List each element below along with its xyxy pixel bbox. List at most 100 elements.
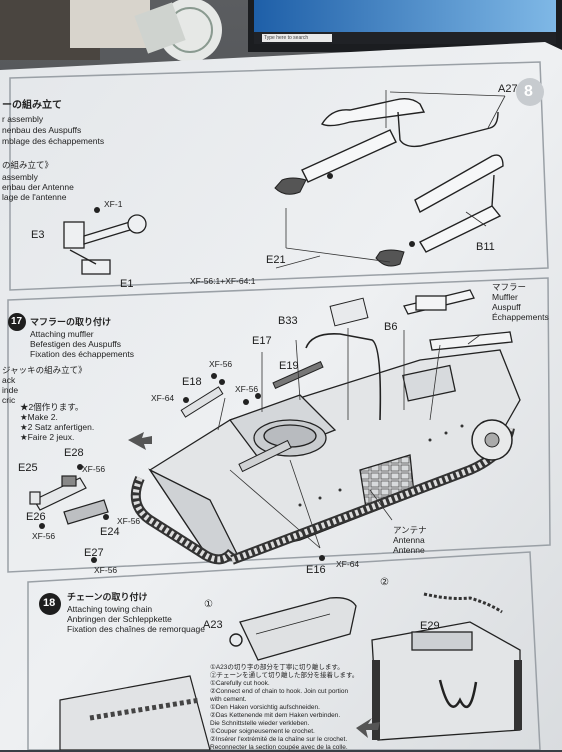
part-e16 bbox=[238, 439, 292, 473]
step-18-jp-title: チェーンの取り付け bbox=[67, 592, 148, 602]
hook-part-a23 bbox=[229, 633, 243, 647]
step-18-instructions: ①A23の切り字の部分を丁寧に切り離します。 ②チェーンを通して切り離した部分を… bbox=[210, 664, 370, 752]
label-e29: E29 bbox=[420, 620, 440, 632]
screw-mark-2 bbox=[409, 241, 415, 247]
panel-17-border bbox=[7, 277, 551, 573]
muffler-de: Auspuff bbox=[492, 302, 521, 312]
step-18-sub2: ② bbox=[380, 577, 389, 588]
direction-arrow bbox=[128, 432, 152, 450]
top-step-en-sub: assembly bbox=[2, 172, 38, 182]
label-e17: E17 bbox=[252, 335, 272, 347]
label-e25: E25 bbox=[18, 462, 38, 474]
jack-part-e3 bbox=[63, 214, 147, 275]
step-17-fr-title: Fixation des échappements bbox=[30, 349, 134, 359]
label-e18: E18 bbox=[182, 376, 202, 388]
label-b6: B6 bbox=[384, 321, 398, 333]
step-18-sub1: ① bbox=[204, 599, 213, 610]
muffler-jp: マフラー bbox=[492, 282, 527, 292]
label-xf56-a: XF-56 bbox=[209, 359, 233, 369]
top-step-en-title: r assembly bbox=[2, 114, 44, 124]
label-xf64-b: XF-64 bbox=[336, 559, 360, 569]
instruction-line: ①Carefully cut hook. bbox=[210, 680, 270, 687]
muffler-fr: Échappements bbox=[492, 312, 549, 322]
instruction-line: Reconnecter la section coupée avec de la… bbox=[210, 744, 348, 751]
step-18-de-title: Anbringen der Schleppkette bbox=[67, 614, 172, 624]
jack-subassembly bbox=[29, 475, 109, 525]
instruction-line: ①Couper soigneusement le crochet. bbox=[210, 728, 315, 735]
paint-dots bbox=[39, 373, 325, 563]
top-step-fr-sub: lage de l'antenne bbox=[2, 192, 67, 202]
label-b33: B33 bbox=[278, 315, 298, 327]
label-xf56-f: XF-56 bbox=[94, 565, 118, 575]
label-xf56-b: XF-56 bbox=[235, 384, 259, 394]
jack-jp: ジャッキの組み立て》 bbox=[2, 365, 87, 375]
step-17-jp-title: マフラーの取り付け bbox=[30, 317, 112, 327]
taskbar-search-box bbox=[262, 34, 332, 42]
step-18-en-title: Attaching towing chain bbox=[67, 604, 153, 614]
instruction-line: ①A23の切り字の部分を丁寧に切り離します。 bbox=[210, 664, 344, 671]
instruction-line: ②Insérer l'extrémité de la chaîne sur le… bbox=[210, 736, 348, 743]
paper-stack-top bbox=[70, 0, 150, 48]
towing-chain bbox=[423, 592, 503, 614]
instruction-line: ②チェーンを通して切り離した部分を接着します。 bbox=[210, 672, 359, 679]
antenna-b33 bbox=[305, 332, 382, 421]
panel-18-border bbox=[27, 551, 541, 750]
label-xf-mix: XF-56:1+XF-64:1 bbox=[190, 276, 256, 286]
jack-de: inde bbox=[2, 385, 19, 395]
muffler-part-a27 bbox=[301, 97, 499, 183]
label-xf56-c: XF-56 bbox=[82, 464, 106, 474]
step-18-fr-title: Fixation des chaînes de remorquage bbox=[67, 624, 205, 634]
make2-en: ★Make 2. bbox=[20, 412, 58, 422]
antenna-en: Antenna bbox=[393, 535, 425, 545]
antenna-jp: アンテナ bbox=[393, 525, 427, 535]
jack-en: ack bbox=[2, 375, 16, 385]
label-xf56-e: XF-56 bbox=[117, 516, 141, 526]
step-17-de-title: Befestigen des Auspuffs bbox=[30, 339, 122, 349]
label-e1: E1 bbox=[120, 278, 134, 290]
instruction-line: ②Das Kettenende mit dem Haken verbinden. bbox=[210, 712, 341, 719]
make2-jp: ★2個作ります。 bbox=[20, 402, 84, 412]
exhaust-tip-right bbox=[375, 249, 405, 267]
screw-mark-1 bbox=[327, 173, 333, 179]
label-a23: A23 bbox=[203, 619, 223, 631]
instruction-line: ②Connect end of chain to hook. Join cut … bbox=[210, 688, 349, 695]
label-a27: A27 bbox=[498, 83, 518, 95]
instruction-line: Die Schnittstelle wieder verkleben. bbox=[210, 720, 310, 727]
step-18-number: 18 bbox=[43, 597, 56, 609]
step-18-badge bbox=[39, 593, 61, 615]
step-17-en-title: Attaching muffler bbox=[30, 329, 94, 339]
label-b11: B11 bbox=[476, 241, 495, 253]
make2-fr: ★Faire 2 jeux. bbox=[20, 432, 75, 442]
hull-rivets bbox=[298, 424, 464, 507]
top-step-jp-sub: の組み立て》 bbox=[2, 160, 54, 170]
label-e21: E21 bbox=[266, 254, 286, 266]
step-8-badge bbox=[516, 78, 544, 106]
label-xf1: XF-1 bbox=[104, 199, 123, 209]
instruction-line: ①Den Haken vorsichtig aufschneiden. bbox=[210, 704, 320, 711]
label-e16: E16 bbox=[306, 564, 326, 576]
muffler-part-b11 bbox=[414, 154, 504, 253]
label-xf56-d: XF-56 bbox=[32, 531, 56, 541]
top-step-jp-title: ーの組み立て bbox=[2, 100, 62, 111]
label-e27: E27 bbox=[84, 547, 104, 559]
label-e3: E3 bbox=[31, 229, 45, 241]
label-e19: E19 bbox=[279, 360, 299, 372]
part-box-muffler bbox=[329, 297, 369, 327]
make2-de: ★2 Satz anfertigen. bbox=[20, 422, 95, 432]
antenna-de: Antenne bbox=[393, 545, 425, 555]
step-17-badge bbox=[8, 313, 26, 331]
monitor-screen bbox=[254, 0, 556, 38]
label-e26: E26 bbox=[26, 511, 46, 523]
tank-rear bbox=[371, 621, 522, 741]
label-e28: E28 bbox=[64, 447, 84, 459]
step-8-number: 8 bbox=[524, 83, 533, 100]
panel-top-border bbox=[9, 61, 549, 291]
muffler-part-b6 bbox=[403, 289, 513, 351]
turret-block bbox=[402, 364, 456, 402]
top-step-fr-title: mblage des échappements bbox=[2, 136, 105, 146]
screw-mark-3 bbox=[94, 207, 100, 213]
top-step-de-title: nenbau des Auspuffs bbox=[2, 125, 82, 135]
part-e18 bbox=[180, 386, 224, 418]
exhaust-tip-left bbox=[274, 177, 307, 195]
